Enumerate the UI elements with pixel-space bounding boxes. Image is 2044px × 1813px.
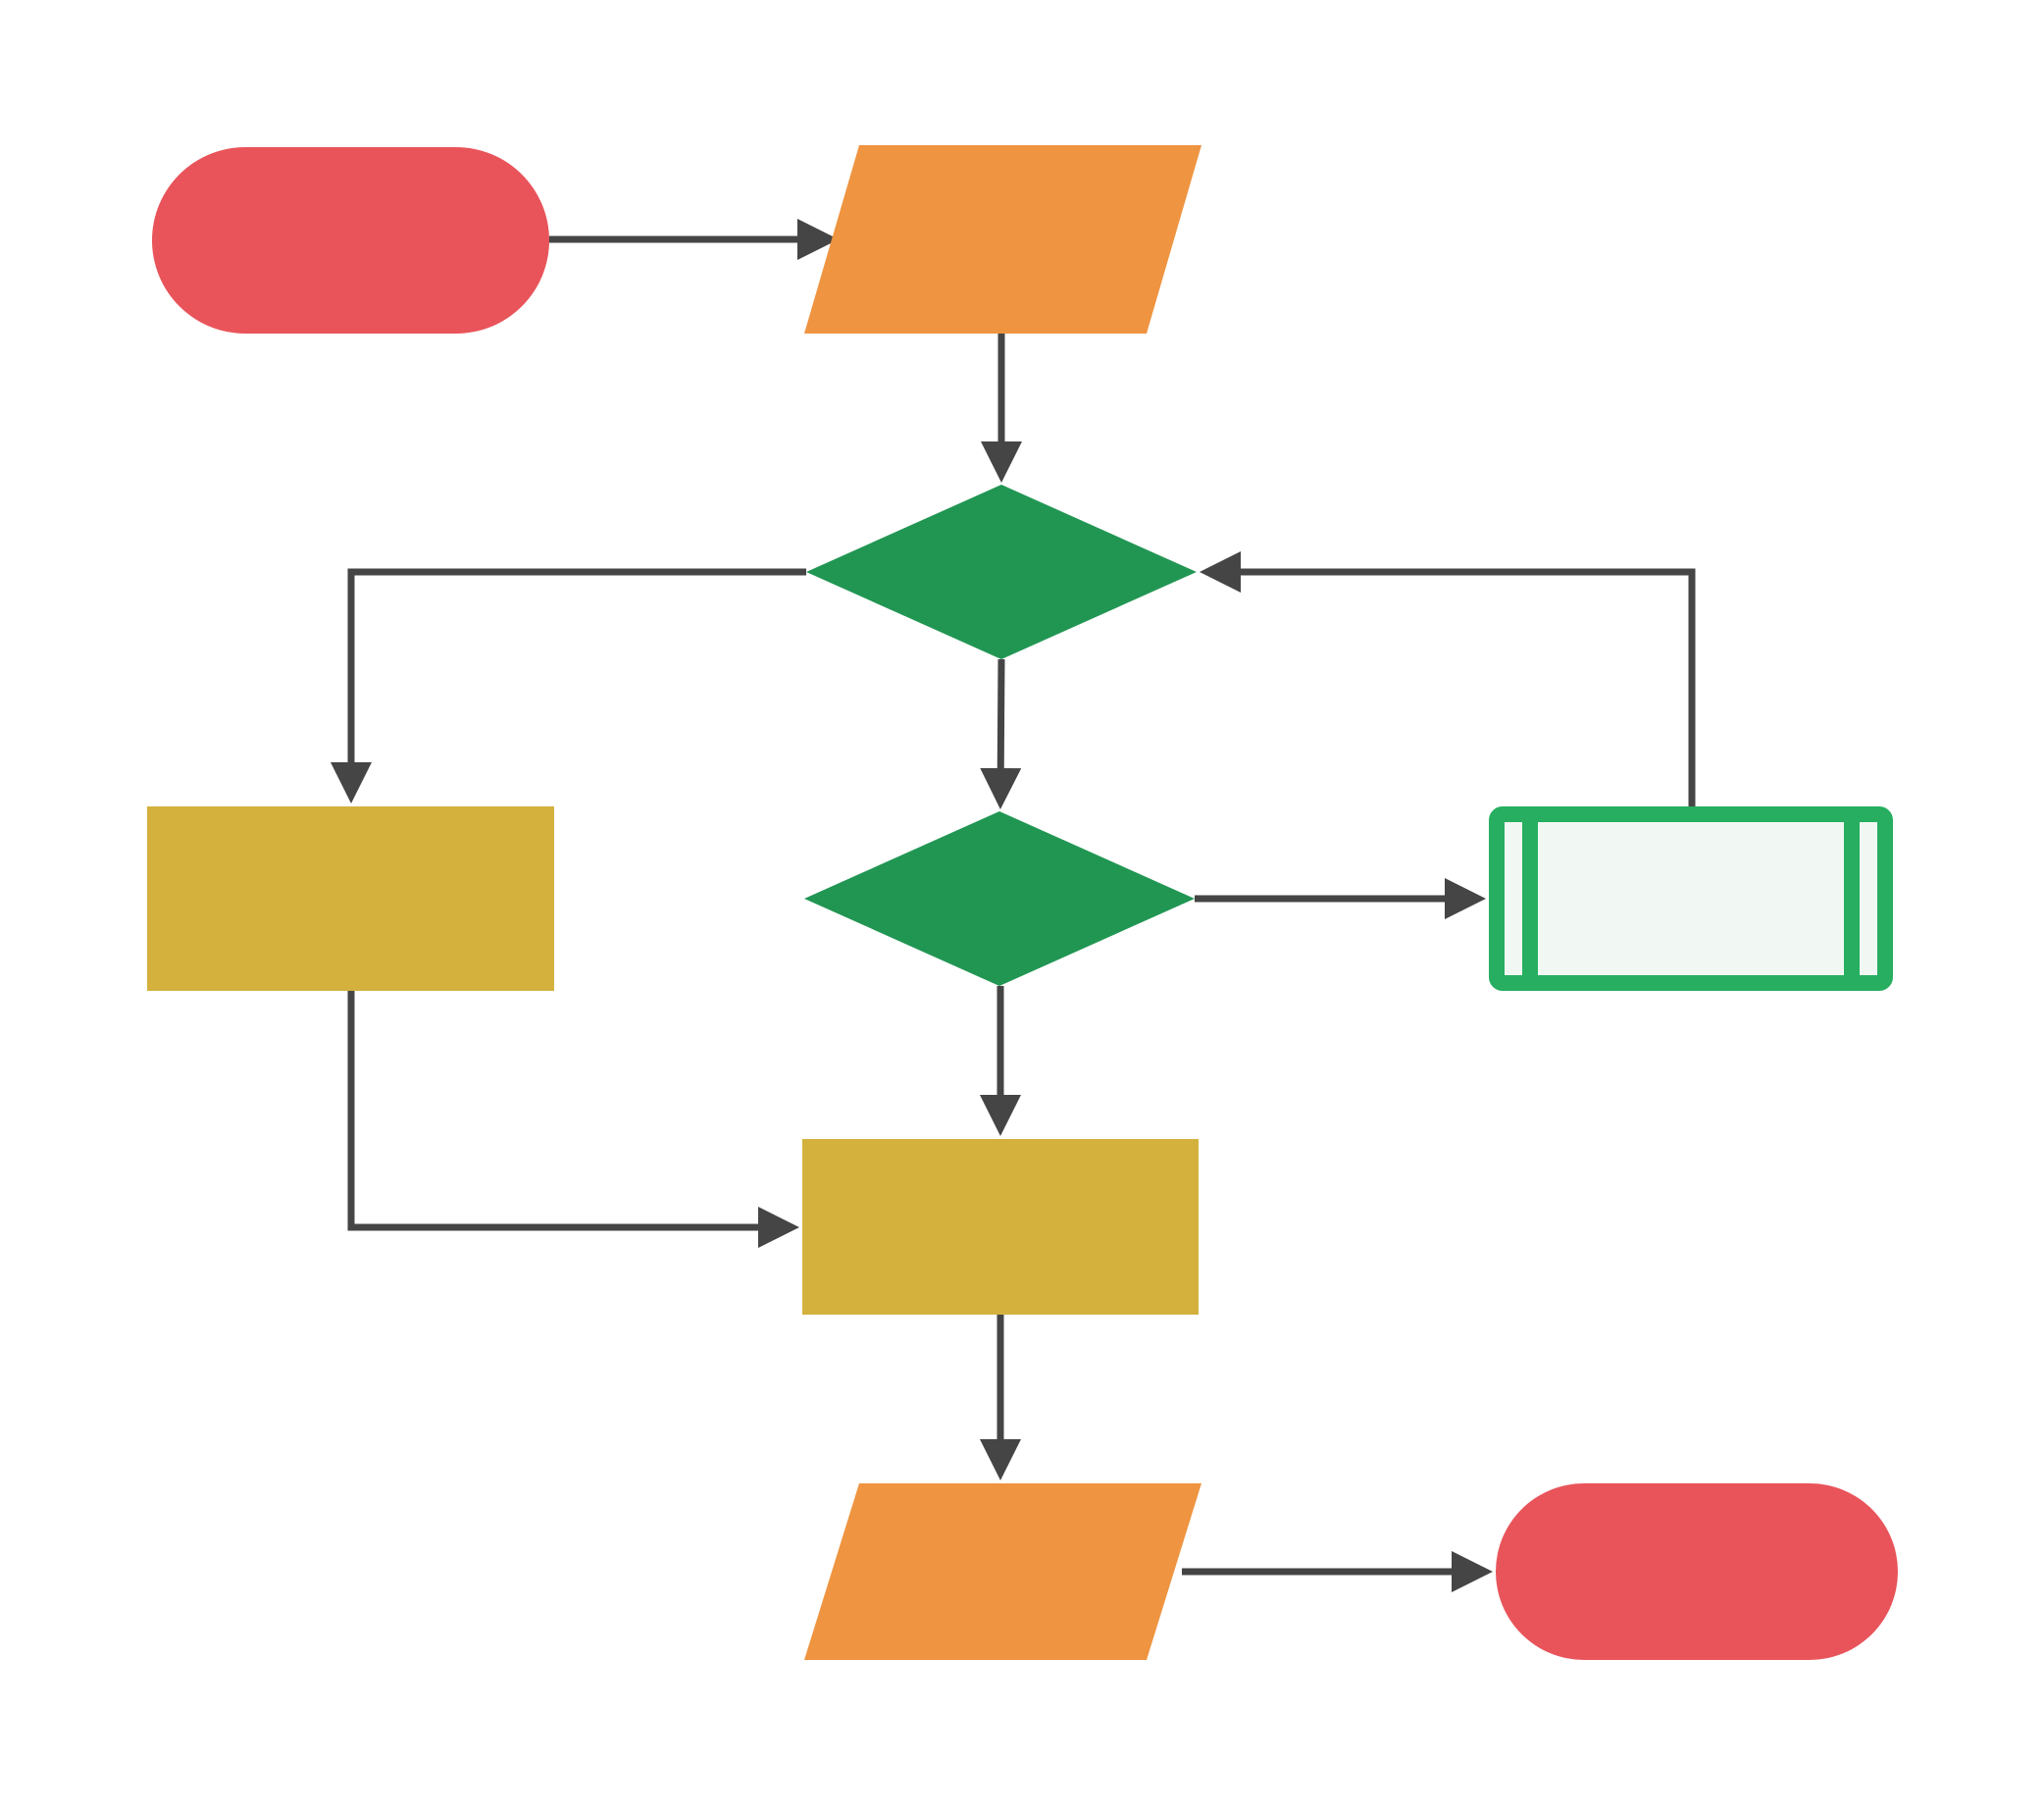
edge-line bbox=[980, 658, 1022, 809]
node-subroutine[interactable] bbox=[1489, 806, 1893, 991]
subroutine-outer-shape[interactable] bbox=[1489, 806, 1893, 991]
node-input[interactable] bbox=[804, 145, 1201, 334]
node-process-a[interactable] bbox=[147, 806, 554, 991]
edge-line bbox=[331, 568, 806, 803]
node-output[interactable] bbox=[804, 1483, 1201, 1660]
node-decision-1[interactable] bbox=[806, 485, 1197, 659]
node-start[interactable] bbox=[152, 147, 549, 334]
node-end[interactable] bbox=[1496, 1483, 1898, 1660]
terminal-shape[interactable] bbox=[1496, 1483, 1898, 1660]
decision-diamond-shape[interactable] bbox=[804, 811, 1195, 986]
decision-diamond-shape[interactable] bbox=[806, 485, 1197, 659]
edge-subroutine-to-decision-1 bbox=[1200, 551, 1696, 806]
io-parallelogram-shape[interactable] bbox=[804, 1483, 1201, 1660]
edge-line bbox=[347, 991, 799, 1248]
edges-layer bbox=[331, 219, 1696, 1592]
edge-decision-1-to-decision-2 bbox=[980, 658, 1022, 809]
edge-process-a-to-process-b bbox=[347, 991, 799, 1248]
node-decision-2[interactable] bbox=[804, 811, 1195, 986]
io-parallelogram-shape[interactable] bbox=[804, 145, 1201, 334]
edge-decision-1-to-process-a bbox=[331, 568, 806, 803]
nodes-layer bbox=[147, 145, 1898, 1660]
edge-line bbox=[1200, 551, 1696, 806]
terminal-shape[interactable] bbox=[152, 147, 549, 334]
process-rect-shape[interactable] bbox=[147, 806, 554, 991]
node-process-b[interactable] bbox=[802, 1139, 1199, 1315]
process-rect-shape[interactable] bbox=[802, 1139, 1199, 1315]
